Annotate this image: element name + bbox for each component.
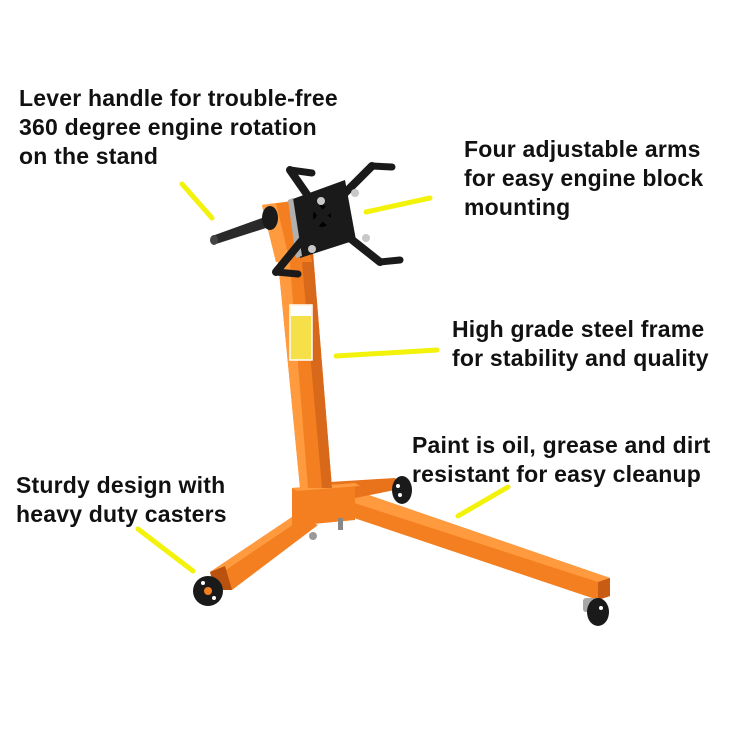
pointer-lever [179, 181, 215, 221]
pointer-casters [135, 526, 196, 574]
callout-line: on the stand [19, 143, 159, 169]
front-left-caster-wheel [193, 576, 223, 606]
warning-sticker [289, 304, 313, 361]
callout-line: Four adjustable arms [464, 136, 701, 162]
callout-steel-frame: High grade steel frame for stability and… [452, 315, 709, 373]
base-right-leg [345, 492, 610, 600]
pointer-lines [135, 181, 511, 574]
callout-paint-resistant: Paint is oil, grease and dirt resistant … [412, 431, 711, 489]
callout-adjustable-arms: Four adjustable arms for easy engine blo… [464, 135, 703, 222]
callout-line: heavy duty casters [16, 501, 227, 527]
callout-line: resistant for easy cleanup [412, 461, 701, 487]
front-right-swivel-caster [583, 598, 609, 626]
pointer-frame [333, 347, 440, 359]
callout-line: Sturdy design with [16, 472, 226, 498]
adjustable-arms [272, 162, 384, 276]
callout-sturdy-casters: Sturdy design with heavy duty casters [16, 471, 227, 529]
arm-pegs [272, 162, 404, 278]
vertical-column [276, 240, 332, 488]
pointer-arms [363, 195, 433, 215]
callout-line: High grade steel frame [452, 316, 705, 342]
callout-lever-handle: Lever handle for trouble-free 360 degree… [19, 84, 338, 171]
arm-bolts [308, 189, 370, 253]
callout-line: for easy engine block [464, 165, 704, 191]
pointer-paint [455, 484, 511, 519]
callout-line: 360 degree engine rotation [19, 114, 317, 140]
lever-handle [210, 206, 278, 245]
base-left-leg [210, 515, 318, 590]
callout-line: Lever handle for trouble-free [19, 85, 338, 111]
callout-line: for stability and quality [452, 345, 709, 371]
rear-caster-wheel [392, 476, 412, 504]
callout-line: mounting [464, 194, 571, 220]
callout-line: Paint is oil, grease and dirt [412, 432, 711, 458]
